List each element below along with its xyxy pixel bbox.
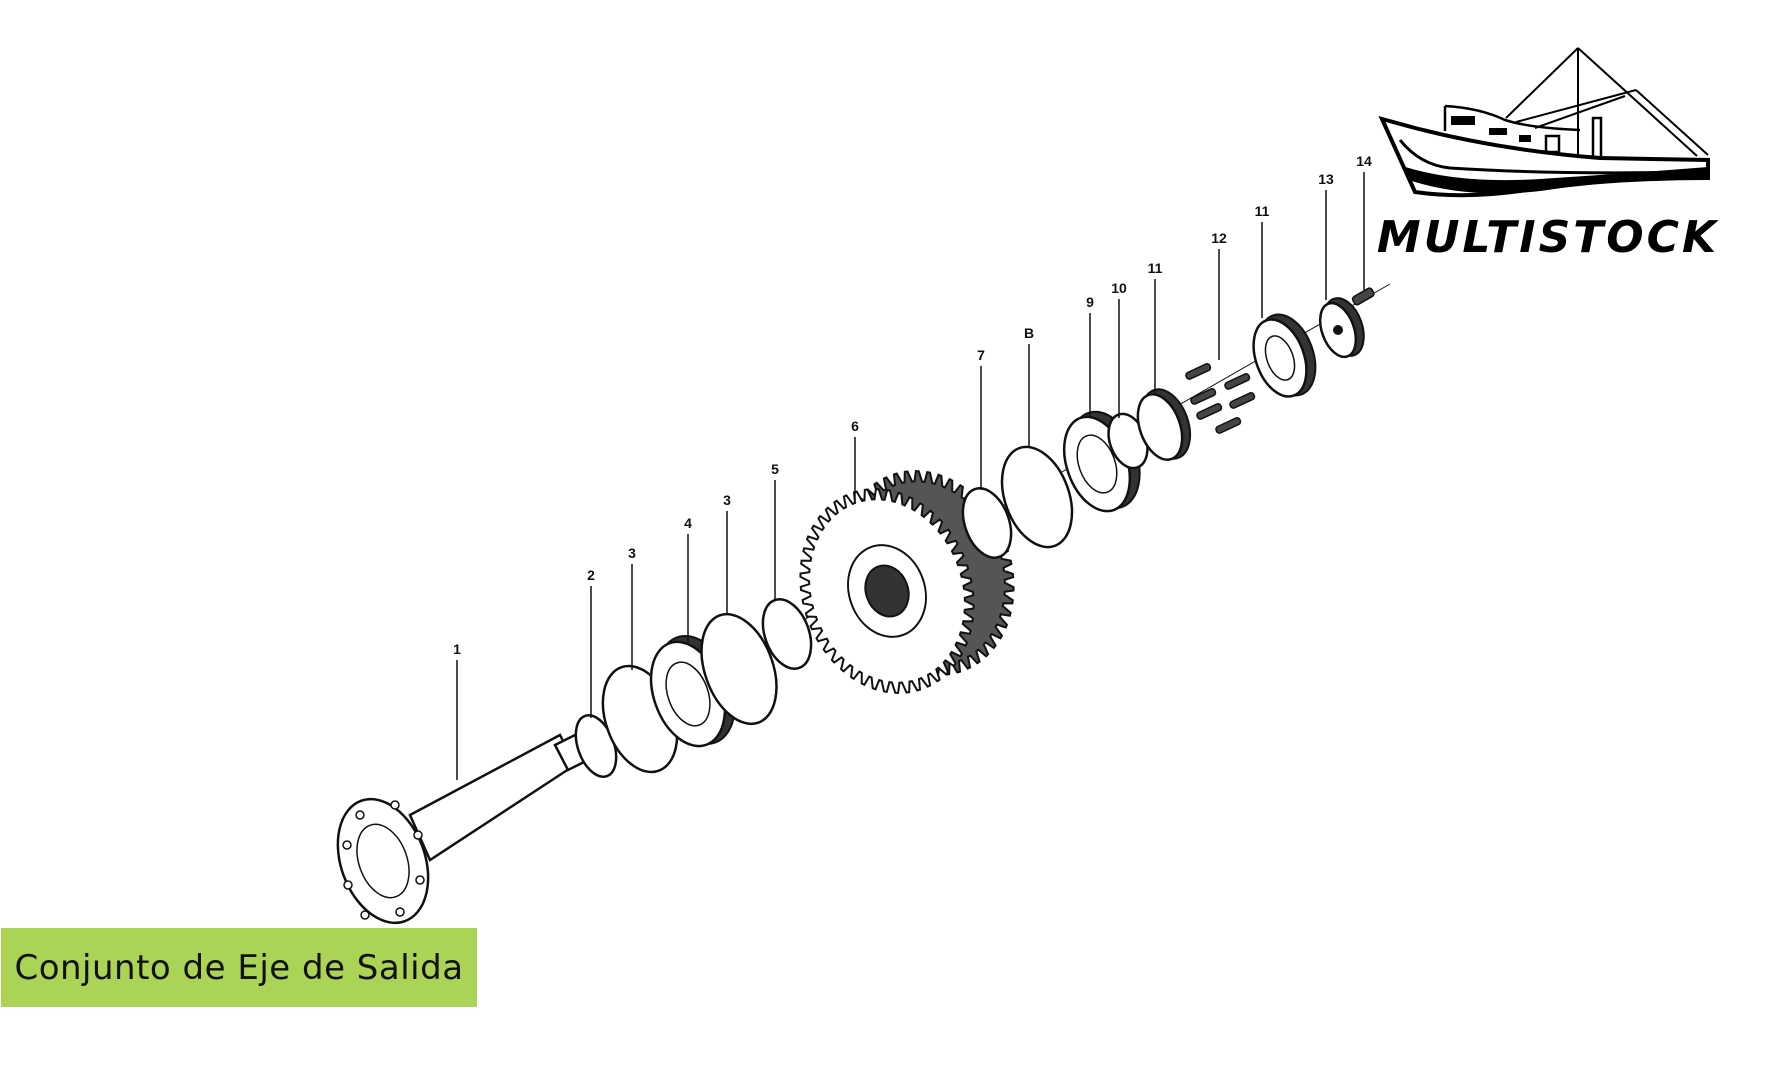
callout-9: 9 bbox=[1086, 294, 1094, 310]
leader-lines bbox=[456, 172, 1365, 780]
callout-1: 1 bbox=[453, 641, 461, 657]
part-7-ring bbox=[961, 487, 1013, 559]
part-3-shim-2 bbox=[700, 612, 778, 726]
callout-10: 10 bbox=[1111, 280, 1127, 296]
callout-3: 3 bbox=[628, 545, 636, 561]
callout-14: 14 bbox=[1356, 153, 1372, 169]
callout-4: 4 bbox=[684, 515, 692, 531]
callout-13: 13 bbox=[1318, 171, 1334, 187]
callout-8: B bbox=[1024, 325, 1034, 341]
part-11-ring bbox=[1136, 388, 1192, 461]
logo-text: MULTISTOCK bbox=[1377, 212, 1719, 263]
callout-11b: 11 bbox=[1255, 203, 1270, 219]
callout-6: 6 bbox=[851, 418, 859, 434]
multistock-logo: MULTISTOCK bbox=[1377, 47, 1719, 263]
part-14-bolt bbox=[1351, 287, 1375, 306]
callout-11: 11 bbox=[1148, 260, 1163, 276]
part-8-shim bbox=[1000, 445, 1074, 549]
part-5-ring bbox=[761, 598, 813, 670]
callout-2: 2 bbox=[587, 567, 595, 583]
callout-7: 7 bbox=[977, 347, 985, 363]
title-banner: Conjunto de Eje de Salida bbox=[1, 928, 477, 1007]
part-11-bearing bbox=[1252, 313, 1317, 398]
part-13-cover bbox=[1318, 297, 1365, 359]
gear-hub bbox=[864, 564, 910, 618]
callout-5: 5 bbox=[771, 461, 779, 477]
callout-12: 12 bbox=[1211, 230, 1227, 246]
page-title: Conjunto de Eje de Salida bbox=[14, 947, 464, 988]
part-1-output-shaft bbox=[336, 733, 590, 925]
callout-3b: 3 bbox=[723, 492, 731, 508]
part-12-pins bbox=[1185, 363, 1256, 434]
boat-icon bbox=[1378, 47, 1710, 198]
